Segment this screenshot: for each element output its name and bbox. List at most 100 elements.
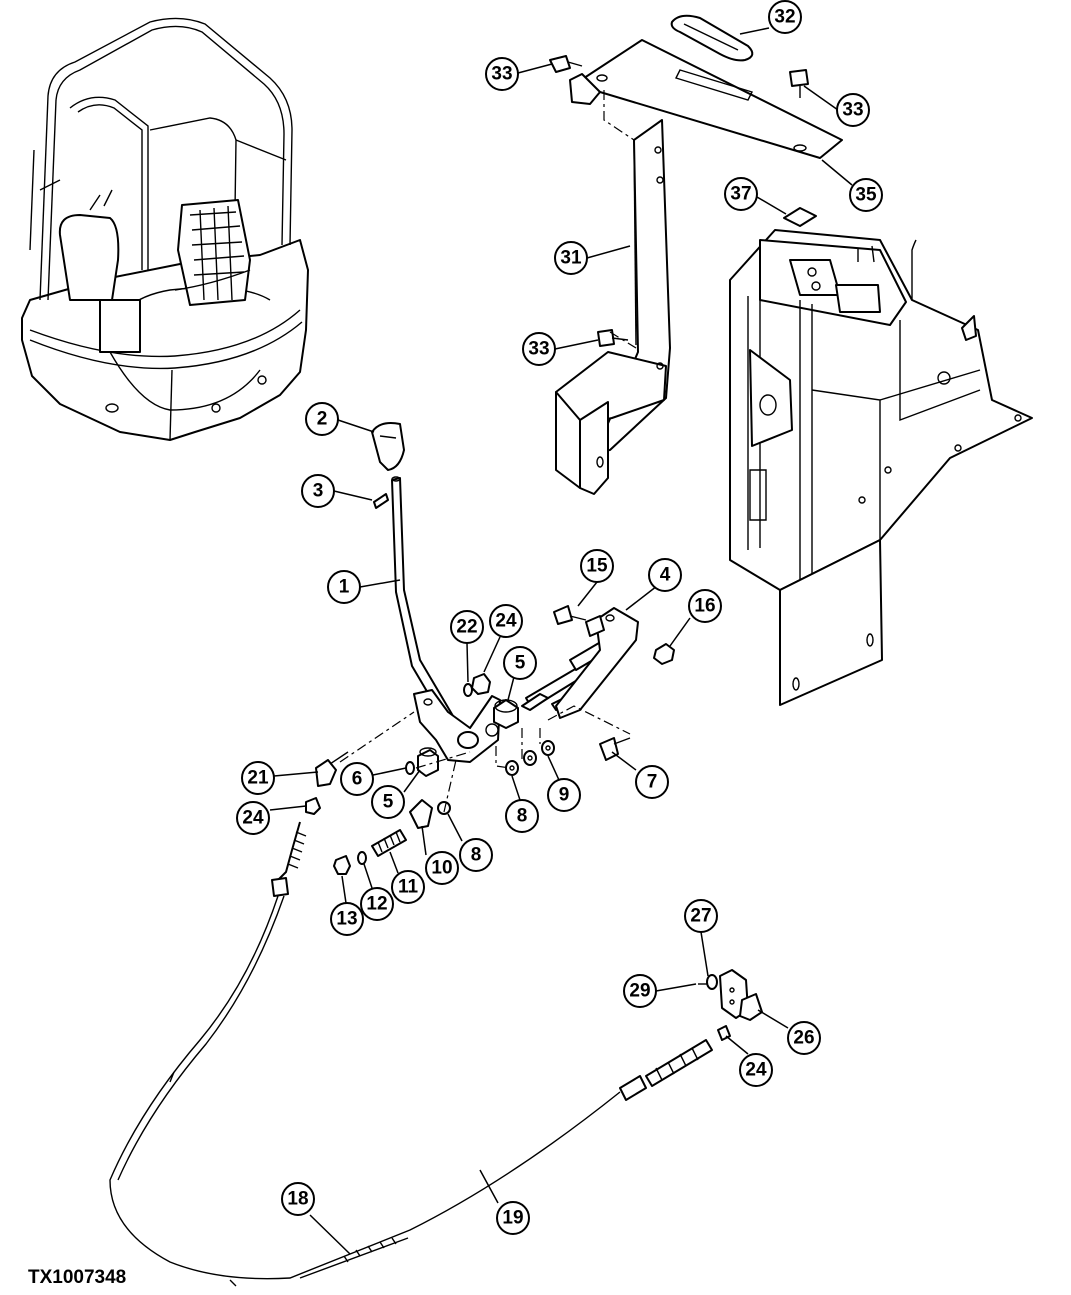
svg-text:33: 33 bbox=[842, 100, 863, 121]
bolt-33-lower bbox=[597, 329, 629, 347]
bolt-33-right bbox=[789, 69, 809, 98]
svg-text:15: 15 bbox=[586, 556, 608, 577]
svg-text:37: 37 bbox=[730, 184, 751, 205]
svg-text:18: 18 bbox=[287, 1189, 308, 1210]
callout-8: 8 bbox=[505, 799, 539, 833]
svg-text:11: 11 bbox=[398, 877, 419, 898]
cable-18-19 bbox=[109, 821, 713, 1287]
svg-text:13: 13 bbox=[336, 909, 357, 930]
callout-16: 16 bbox=[688, 589, 722, 623]
ball-joint-21 bbox=[315, 751, 349, 787]
lever-knob-2 bbox=[371, 422, 405, 471]
callout-6: 6 bbox=[340, 762, 374, 796]
callout-33: 33 bbox=[522, 332, 556, 366]
cable-end-parts bbox=[698, 969, 763, 1041]
callout-21: 21 bbox=[241, 761, 275, 795]
spring-11 bbox=[371, 829, 407, 857]
svg-text:5: 5 bbox=[383, 792, 394, 813]
svg-text:24: 24 bbox=[745, 1060, 767, 1081]
svg-text:24: 24 bbox=[242, 808, 264, 829]
callout-8: 8 bbox=[459, 838, 493, 872]
svg-text:26: 26 bbox=[793, 1028, 814, 1049]
svg-text:10: 10 bbox=[431, 858, 452, 879]
svg-text:4: 4 bbox=[660, 565, 671, 586]
bolt-33-left bbox=[549, 55, 583, 73]
washer-22 bbox=[463, 683, 473, 697]
callout-11: 11 bbox=[391, 870, 425, 904]
callout-27: 27 bbox=[684, 899, 718, 933]
svg-text:35: 35 bbox=[855, 185, 877, 206]
grommet-32 bbox=[670, 14, 754, 62]
svg-text:21: 21 bbox=[247, 768, 269, 789]
svg-text:5: 5 bbox=[515, 653, 526, 674]
upper-bracket-35 bbox=[569, 39, 843, 159]
washer-12 bbox=[357, 851, 367, 865]
callout-24: 24 bbox=[489, 604, 523, 638]
callout-29: 29 bbox=[623, 974, 657, 1008]
clip-10 bbox=[409, 799, 433, 829]
svg-text:9: 9 bbox=[559, 785, 570, 806]
bolt-15 bbox=[553, 605, 587, 625]
callout-9: 9 bbox=[547, 778, 581, 812]
svg-text:22: 22 bbox=[456, 617, 477, 638]
console-housing bbox=[729, 229, 1033, 706]
svg-text:33: 33 bbox=[528, 339, 549, 360]
callout-3: 3 bbox=[301, 474, 335, 508]
svg-text:6: 6 bbox=[352, 769, 363, 790]
callout-2: 2 bbox=[305, 402, 339, 436]
nut-16 bbox=[653, 643, 675, 665]
svg-text:3: 3 bbox=[313, 481, 324, 502]
callout-5: 5 bbox=[503, 646, 537, 680]
nut-24-lower bbox=[305, 797, 321, 815]
callout-19: 19 bbox=[496, 1201, 530, 1235]
callout-24: 24 bbox=[739, 1053, 773, 1087]
label-37 bbox=[783, 207, 817, 227]
bolt-7 bbox=[599, 737, 631, 761]
callout-35: 35 bbox=[849, 178, 883, 212]
svg-text:24: 24 bbox=[495, 611, 517, 632]
callout-31: 31 bbox=[554, 241, 588, 275]
callout-13: 13 bbox=[330, 902, 364, 936]
callout-1: 1 bbox=[327, 570, 361, 604]
bushing-5-lower bbox=[417, 747, 439, 777]
callout-5: 5 bbox=[371, 785, 405, 819]
figure-id: TX1007348 bbox=[28, 1267, 126, 1288]
callout-32: 32 bbox=[768, 0, 802, 34]
callout-4: 4 bbox=[648, 558, 682, 592]
svg-text:27: 27 bbox=[690, 906, 711, 927]
excavator-overview-illustration bbox=[21, 17, 309, 441]
callout-22: 22 bbox=[450, 610, 484, 644]
nut-13 bbox=[333, 855, 351, 875]
callout-10: 10 bbox=[425, 851, 459, 885]
bushing-5-upper bbox=[493, 699, 519, 729]
svg-text:7: 7 bbox=[647, 772, 658, 793]
vertical-bracket-31 bbox=[555, 119, 671, 495]
nut-24-upper bbox=[471, 673, 491, 695]
callout-18: 18 bbox=[281, 1182, 315, 1216]
svg-text:29: 29 bbox=[629, 981, 650, 1002]
pin-3 bbox=[373, 493, 389, 509]
svg-text:1: 1 bbox=[339, 577, 350, 598]
svg-text:16: 16 bbox=[694, 596, 715, 617]
bracket-4 bbox=[555, 607, 639, 719]
washer-6 bbox=[405, 761, 415, 775]
svg-text:8: 8 bbox=[517, 806, 528, 827]
svg-text:19: 19 bbox=[502, 1208, 523, 1229]
washer-8-lower bbox=[437, 801, 451, 815]
callout-26: 26 bbox=[787, 1021, 821, 1055]
callout-33: 33 bbox=[836, 93, 870, 127]
callout-24: 24 bbox=[236, 801, 270, 835]
callout-33: 33 bbox=[485, 57, 519, 91]
svg-text:31: 31 bbox=[560, 248, 582, 269]
svg-text:32: 32 bbox=[774, 7, 795, 28]
callout-12: 12 bbox=[360, 887, 394, 921]
callout-37: 37 bbox=[724, 177, 758, 211]
svg-text:33: 33 bbox=[491, 64, 512, 85]
washers-8-9 bbox=[505, 740, 555, 776]
svg-text:8: 8 bbox=[471, 845, 482, 866]
svg-text:12: 12 bbox=[366, 894, 387, 915]
callout-7: 7 bbox=[635, 765, 669, 799]
svg-text:2: 2 bbox=[317, 409, 328, 430]
callout-15: 15 bbox=[580, 549, 614, 583]
